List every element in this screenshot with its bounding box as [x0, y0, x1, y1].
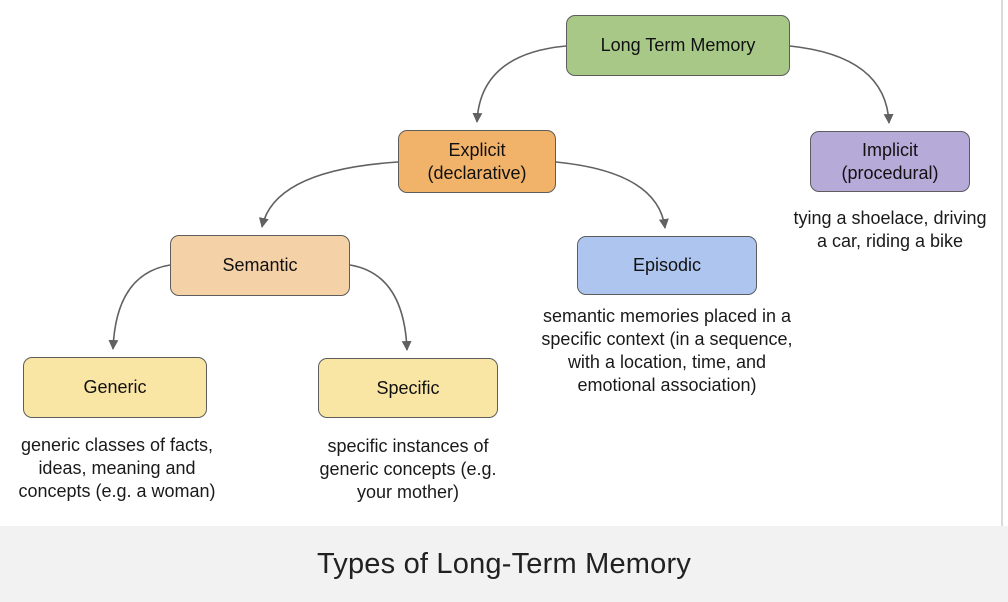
connector-arrows — [108, 45, 894, 351]
connector-group — [108, 45, 894, 351]
description-implicit: tying a shoelace, driving a car, riding … — [793, 208, 987, 251]
arrow-semantic-to-specific — [349, 264, 412, 351]
arrow-explicit-to-episodic — [555, 161, 669, 229]
node-episodic: Episodic — [577, 236, 757, 295]
page-edge-line — [1001, 0, 1003, 526]
node-specific: Specific — [318, 358, 498, 418]
description-specific: specific instances of generic concepts (… — [319, 436, 497, 502]
node-generic: Generic — [23, 357, 207, 418]
node-long-term-memory: Long Term Memory — [566, 15, 790, 76]
arrow-semantic-to-generic — [108, 264, 171, 350]
arrow-ltm-to-explicit — [472, 45, 567, 123]
diagram-caption: Types of Long-Term Memory — [316, 547, 692, 580]
caption-band: Types of Long-Term Memory — [0, 526, 1008, 602]
arrow-ltm-to-implicit — [789, 45, 894, 124]
node-explicit-declarative: Explicit (declarative) — [398, 130, 556, 193]
node-implicit-procedural: Implicit (procedural) — [810, 131, 970, 192]
description-episodic: semantic memories placed in a specific c… — [541, 306, 793, 395]
node-semantic: Semantic — [170, 235, 350, 296]
arrow-explicit-to-semantic — [258, 161, 399, 228]
description-generic: generic classes of facts, ideas, meaning… — [18, 435, 216, 501]
